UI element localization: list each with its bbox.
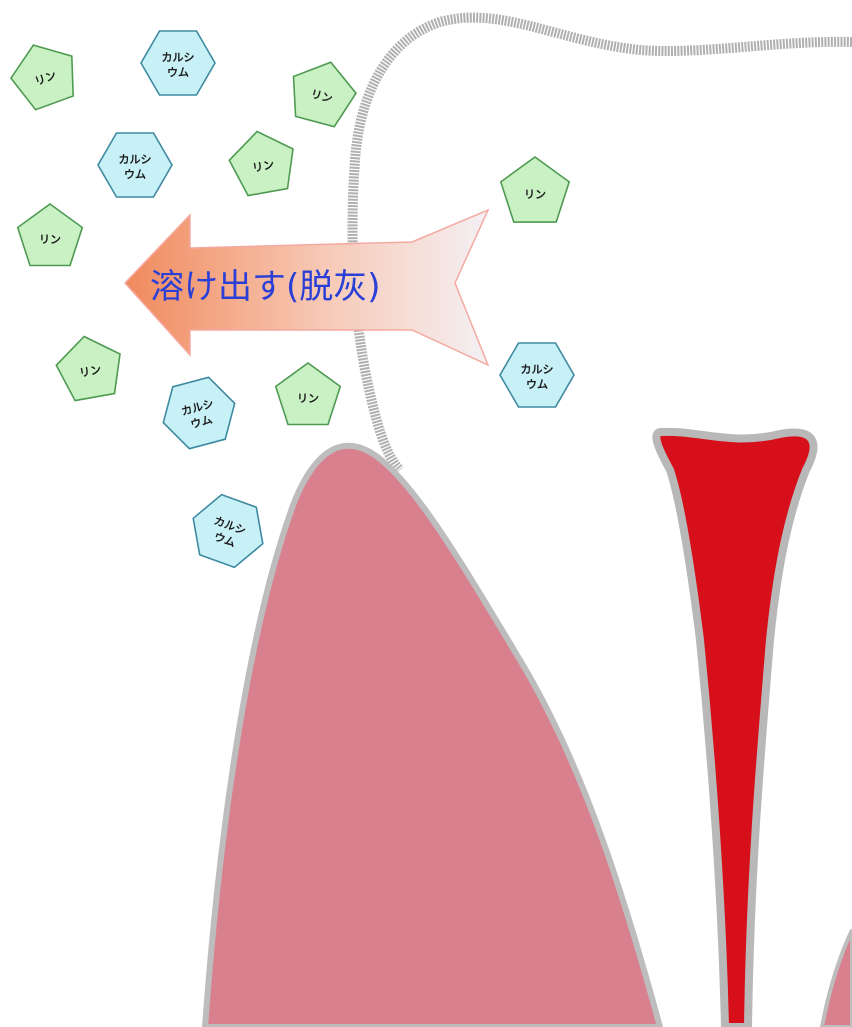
phosphorus-particle: リン <box>228 130 294 197</box>
pentagon-shape <box>55 335 121 402</box>
pentagon-shape <box>499 156 571 223</box>
particle-label: リン <box>251 158 275 175</box>
mineral-particles: リンカルシウムリンカルシウムリンリンリンリンカルシウムリンカルシウムカルシウム <box>10 30 575 569</box>
pentagon-shape <box>292 61 357 128</box>
calcium-particle: カルシウム <box>162 376 236 450</box>
pentagon-shape <box>16 203 84 267</box>
phosphorus-particle: リン <box>16 203 84 267</box>
arrow-label: 溶け出す(脱灰) <box>150 267 381 307</box>
calcium-particle: カルシウム <box>97 132 173 198</box>
calcium-particle: カルシウム <box>192 493 264 569</box>
phosphorus-particle: リン <box>274 362 342 426</box>
demineralization-arrow: 溶け出す(脱灰) <box>123 208 490 367</box>
particle-label: リン <box>297 392 319 405</box>
pentagon-shape <box>274 362 342 426</box>
hexagon-shape <box>97 132 173 198</box>
pentagon-shape <box>10 44 75 111</box>
particle-label: カルシウム <box>119 153 152 181</box>
phosphorus-particle: リン <box>10 44 75 111</box>
particle-label: リン <box>39 233 61 246</box>
particle-label: リン <box>78 363 102 380</box>
arrow-shape <box>123 208 490 367</box>
hexagon-shape <box>140 30 216 96</box>
hexagon-shape <box>499 342 575 408</box>
phosphorus-particle: リン <box>292 61 357 128</box>
gum-tissue <box>201 442 664 1027</box>
calcium-particle: カルシウム <box>140 30 216 96</box>
particle-label: カルシウム <box>521 363 554 391</box>
pentagon-shape <box>228 130 294 197</box>
phosphorus-particle: リン <box>499 156 571 223</box>
tooth-pulp <box>652 427 818 1027</box>
particle-label: リン <box>524 188 546 201</box>
gum-tissue-right <box>819 929 852 1027</box>
particle-label: リン <box>309 87 334 105</box>
particle-label: カルシウム <box>162 51 195 79</box>
hexagon-shape <box>162 376 236 450</box>
calcium-particle: カルシウム <box>499 342 575 408</box>
tooth-crown-outline <box>347 12 852 474</box>
phosphorus-particle: リン <box>55 335 121 402</box>
hexagon-shape <box>192 493 264 569</box>
